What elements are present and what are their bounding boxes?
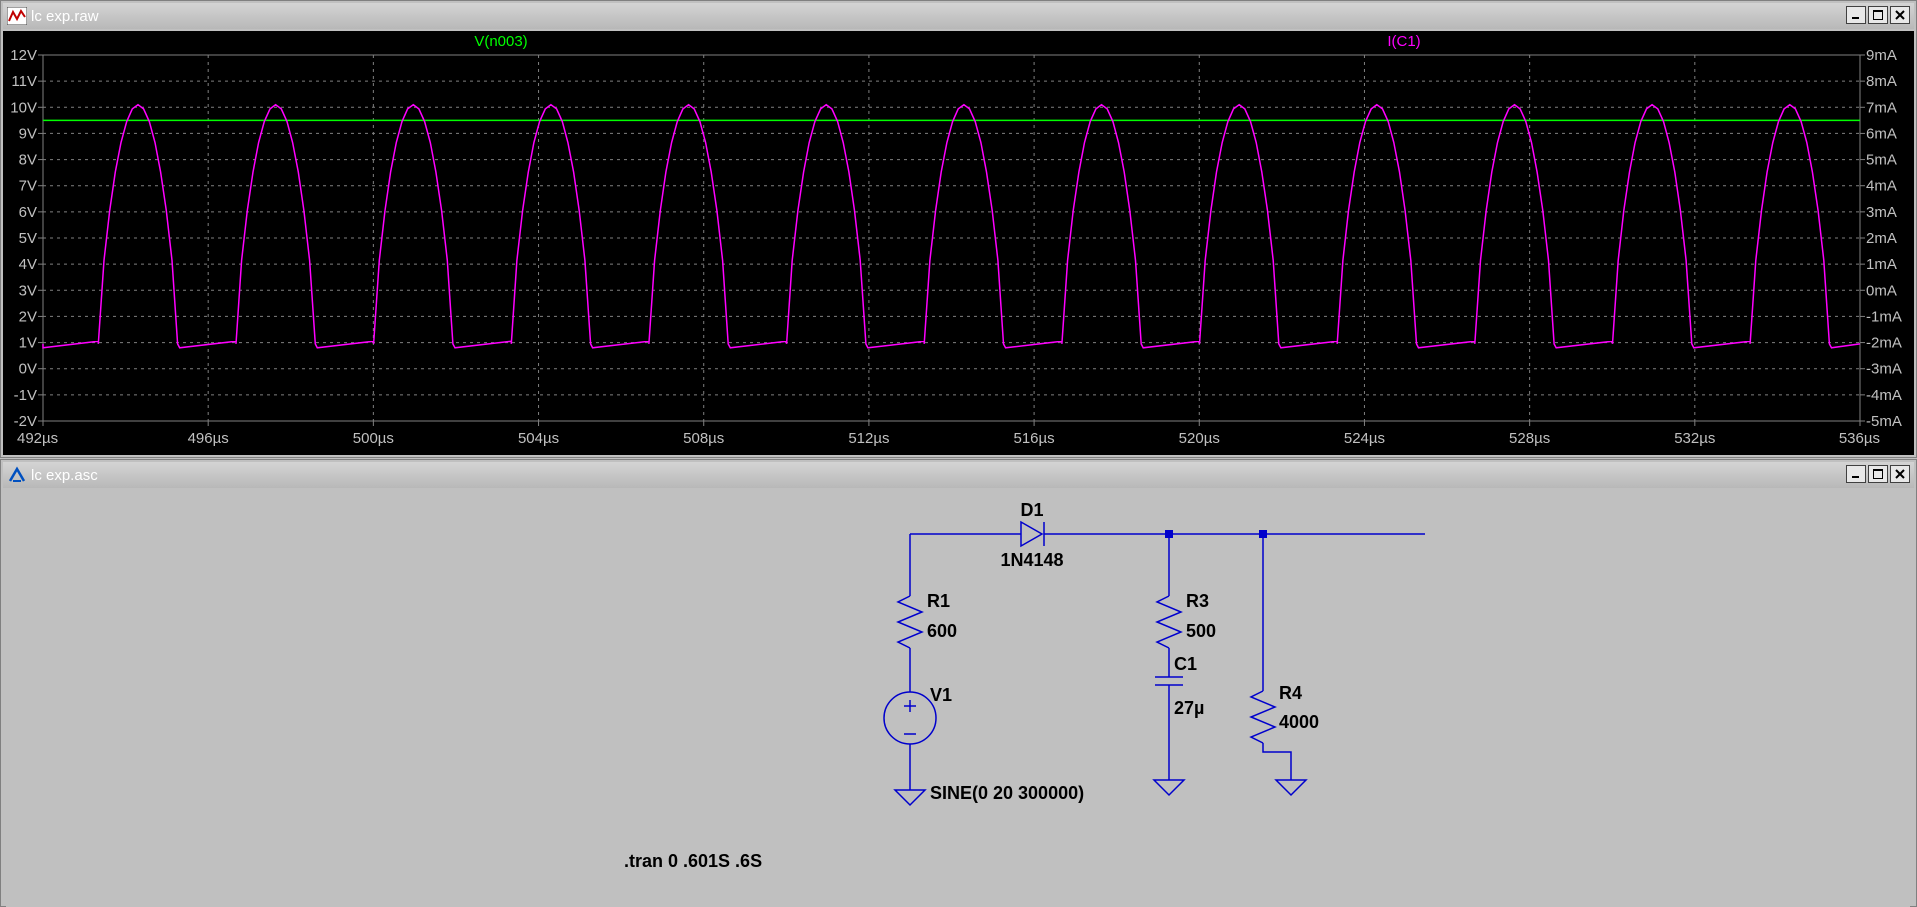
trace-label-i-c1[interactable]: I(C1) <box>1387 33 1420 50</box>
v1-label[interactable]: V1 <box>930 685 952 705</box>
d1-label[interactable]: D1 <box>1020 500 1043 520</box>
x-tick-label: 528µs <box>1509 430 1550 447</box>
y-right-tick-label: 1mA <box>1866 256 1897 273</box>
v1-plus-icon <box>904 700 916 712</box>
schematic-titlebar[interactable]: lc exp.asc <box>3 462 1914 488</box>
y-right-tick-label: 4mA <box>1866 178 1897 195</box>
close-icon <box>1895 469 1905 479</box>
x-tick-label: 536µs <box>1839 430 1880 447</box>
y-left-tick-label: 12V <box>10 47 37 64</box>
plot-frame <box>42 54 1861 422</box>
minimize-button[interactable] <box>1846 6 1866 24</box>
junction-r3[interactable] <box>1165 530 1173 538</box>
y-left-tick-label: 2V <box>19 308 37 325</box>
y-left-tick-label: 10V <box>10 99 37 116</box>
y-left-tick-label: 3V <box>19 282 37 299</box>
close-button[interactable] <box>1890 6 1910 24</box>
maximize-button[interactable] <box>1868 465 1888 483</box>
x-tick-label: 504µs <box>518 430 559 447</box>
resistor-r1-symbol[interactable] <box>896 595 924 649</box>
waveform-icon <box>7 7 27 25</box>
y-left-tick-label: -1V <box>14 387 37 404</box>
waveform-window: lc exp.raw 12V 9mA 11V 8mA 10V 7mA 9V 6mA 8V 5mA 7… <box>0 0 1917 458</box>
schematic-title: lc exp.asc <box>31 467 98 484</box>
resistor-r3-symbol[interactable] <box>1155 595 1183 649</box>
y-right-tick-label: 5mA <box>1866 152 1897 169</box>
y-right-tick-label: 6mA <box>1866 125 1897 142</box>
close-icon <box>1895 10 1905 20</box>
x-tick-label: 500µs <box>353 430 394 447</box>
r4-label[interactable]: R4 <box>1279 683 1302 703</box>
maximize-icon <box>1873 469 1883 479</box>
ground-r4-icon <box>1274 779 1308 797</box>
c1-value[interactable]: 27µ <box>1174 698 1204 718</box>
waveform-plot[interactable]: 12V 9mA 11V 8mA 10V 7mA 9V 6mA 8V 5mA 7V 4mA 6V 3mA 5V… <box>3 31 1914 455</box>
y-right-tick-label: 9mA <box>1866 47 1897 64</box>
x-tick-label: 516µs <box>1014 430 1055 447</box>
x-tick-label: 508µs <box>683 430 724 447</box>
minimize-button[interactable] <box>1846 465 1866 483</box>
y-right-tick-label: 3mA <box>1866 204 1897 221</box>
diode-d1-symbol[interactable] <box>1020 520 1045 548</box>
x-tick-label: 524µs <box>1344 430 1385 447</box>
x-tick-label: 492µs <box>17 430 58 447</box>
x-tick-label: 532µs <box>1674 430 1715 447</box>
r4-value[interactable]: 4000 <box>1279 712 1319 732</box>
schematic-drawing: D1 1N4148 R1 600 R3 500 C1 27µ R4 4000 V… <box>624 500 1425 871</box>
x-tick-label: 520µs <box>1179 430 1220 447</box>
y-left-tick-label: 5V <box>19 230 37 247</box>
trace-label-v-n003[interactable]: V(n003) <box>474 33 527 50</box>
y-right-tick-label: -2mA <box>1866 335 1902 352</box>
junction-r4[interactable] <box>1259 530 1267 538</box>
y-left-tick-label: 11V <box>11 73 37 90</box>
y-right-tick-label: 8mA <box>1866 73 1897 90</box>
y-right-tick-label: 2mA <box>1866 230 1897 247</box>
x-tick-label: 512µs <box>848 430 889 447</box>
r1-value[interactable]: 600 <box>927 621 957 641</box>
ground-c1-icon <box>1152 779 1186 797</box>
v1-value[interactable]: SINE(0 20 300000) <box>930 783 1084 803</box>
minimize-icon <box>1852 17 1859 19</box>
waveform-titlebar[interactable]: lc exp.raw <box>3 3 1914 29</box>
y-left-tick-label: 0V <box>19 361 37 378</box>
y-right-tick-label: 0mA <box>1866 282 1897 299</box>
y-right-tick-label: -3mA <box>1866 361 1902 378</box>
ground-v1-icon <box>893 789 927 807</box>
x-tick-label: 496µs <box>188 430 229 447</box>
r1-label[interactable]: R1 <box>927 591 950 611</box>
waveform-chart: 12V 9mA 11V 8mA 10V 7mA 9V 6mA 8V 5mA 7V 4mA 6V 3mA 5V… <box>10 33 1902 447</box>
schematic-canvas[interactable]: D1 1N4148 R1 600 R3 500 C1 27µ R4 4000 V… <box>6 488 1910 907</box>
tran-directive[interactable]: .tran 0 .601S .6S <box>624 851 762 871</box>
minimize-icon <box>1852 476 1859 478</box>
d1-value[interactable]: 1N4148 <box>1000 550 1063 570</box>
wire-r4-ground[interactable] <box>1262 743 1292 780</box>
y-right-tick-label: -1mA <box>1866 308 1902 325</box>
capacitor-c1-symbol[interactable] <box>1155 676 1183 686</box>
y-left-tick-label: -2V <box>14 413 37 430</box>
y-left-tick-label: 1V <box>19 335 37 352</box>
y-left-tick-label: 8V <box>19 152 37 169</box>
r3-value[interactable]: 500 <box>1186 621 1216 641</box>
c1-label[interactable]: C1 <box>1174 654 1197 674</box>
y-left-tick-label: 6V <box>19 204 37 221</box>
y-right-tick-label: -4mA <box>1866 387 1902 404</box>
y-left-tick-label: 9V <box>19 125 37 142</box>
trace-i-c1[interactable] <box>42 103 1861 349</box>
resistor-r4-symbol[interactable] <box>1249 690 1277 744</box>
maximize-button[interactable] <box>1868 6 1888 24</box>
y-right-tick-label: -5mA <box>1866 413 1902 430</box>
y-right-tick-label: 7mA <box>1866 99 1897 116</box>
y-left-tick-label: 7V <box>19 178 37 195</box>
r3-label[interactable]: R3 <box>1186 591 1209 611</box>
close-button[interactable] <box>1890 465 1910 483</box>
y-left-tick-label: 4V <box>19 256 37 273</box>
schematic-icon <box>8 466 26 482</box>
maximize-icon <box>1873 10 1883 20</box>
voltage-source-v1-symbol[interactable] <box>883 691 937 745</box>
waveform-title: lc exp.raw <box>31 8 99 25</box>
